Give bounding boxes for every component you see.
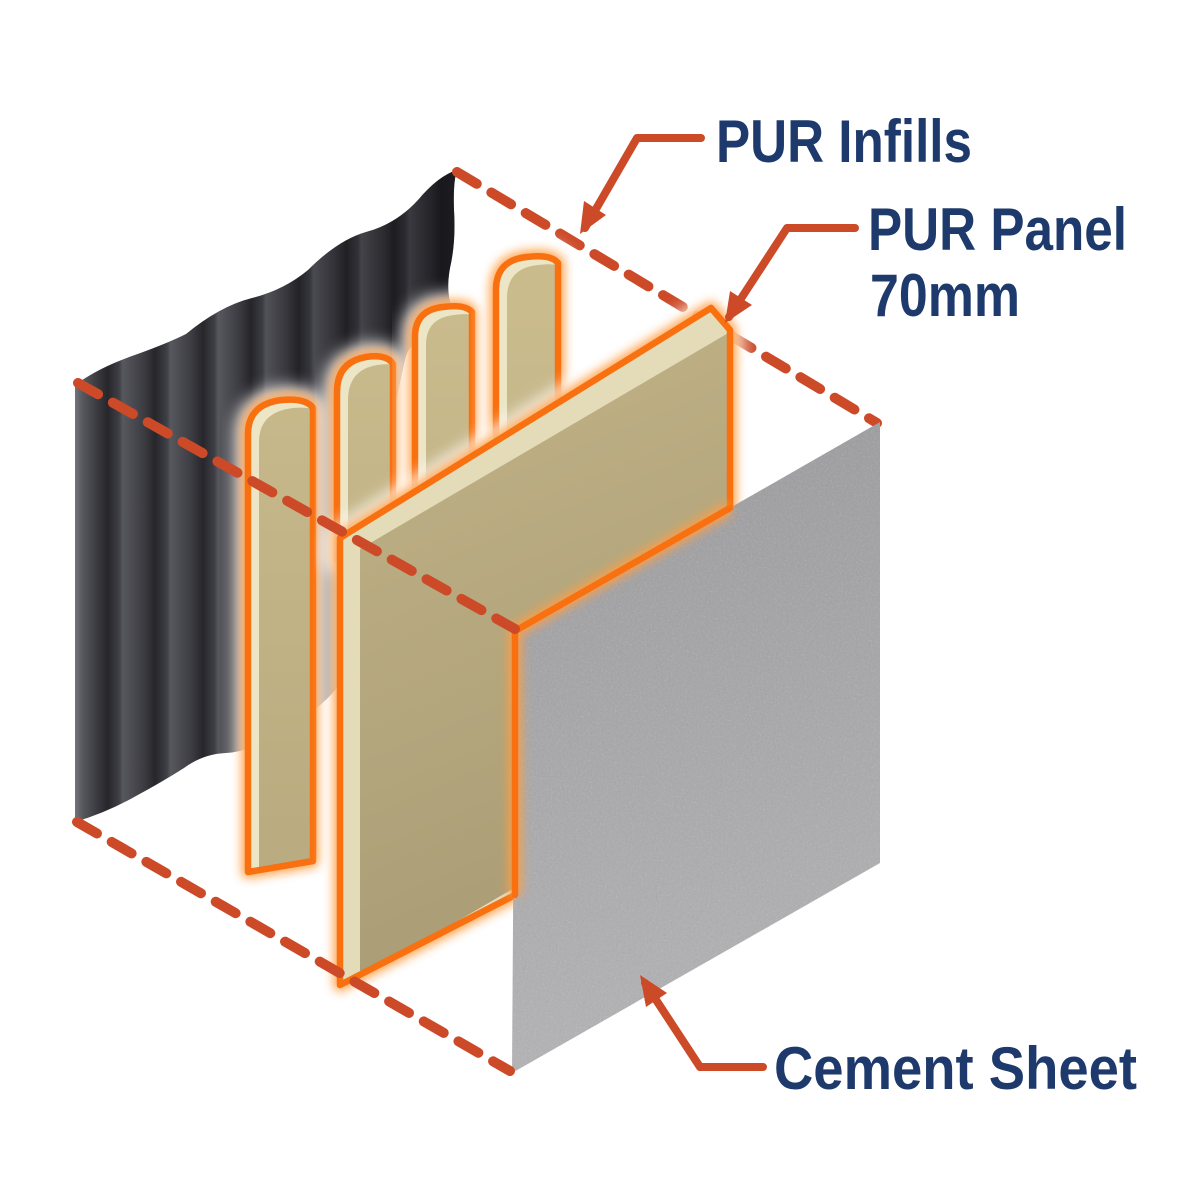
dashed-edge-top <box>452 167 882 428</box>
arrowhead-pur-infills <box>580 201 606 234</box>
label-pur-panel-line2: 70mm <box>870 262 1020 329</box>
leader-pur-infills <box>581 134 705 232</box>
arrowhead-cement-sheet <box>640 975 667 1007</box>
label-pur-panel-line1: PUR Panel <box>868 196 1127 263</box>
arrowhead-pur-panel <box>725 291 752 323</box>
dashed-edge-middle <box>73 378 520 634</box>
leader-cement-sheet <box>641 979 767 1071</box>
label-pur-infills: PUR Infills <box>716 108 972 175</box>
annotations <box>580 134 859 1071</box>
leader-pur-panel <box>725 224 859 321</box>
dashed-edge-bottom <box>72 817 515 1076</box>
label-cement-sheet: Cement Sheet <box>774 1035 1137 1102</box>
pur-infill-strip-1 <box>248 400 324 880</box>
